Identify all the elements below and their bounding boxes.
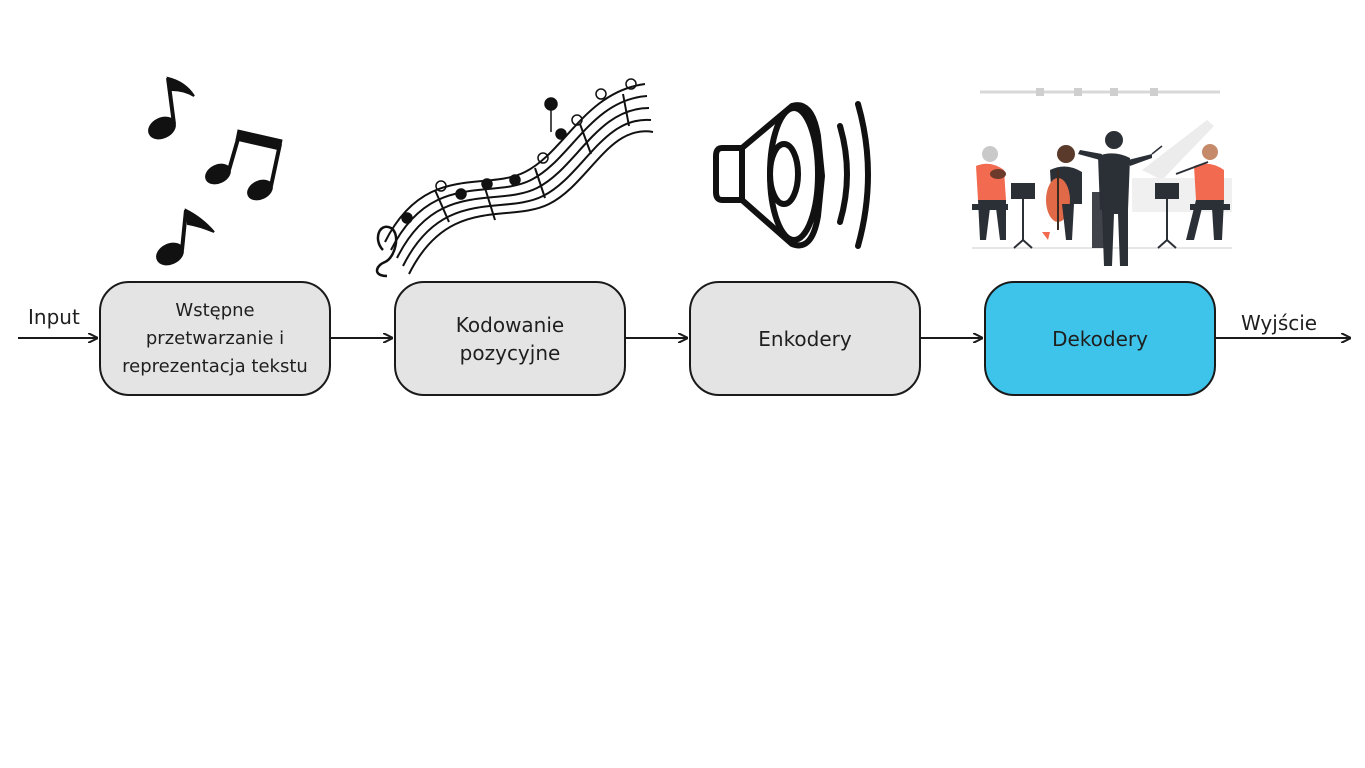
speaker-icon [713,101,871,249]
stage-box-preprocessing: Wstępne przetwarzanie i reprezentacja te… [99,281,331,396]
stage-box-positional-encoding: Kodowanie pozycyjne [394,281,626,396]
stage-label-decoders: Dekodery [1052,326,1148,351]
stage-label-encoders: Enkodery [758,326,852,351]
output-label: Wyjście [1241,311,1318,335]
conductor-figure [1078,131,1163,266]
flutist-figure [1175,144,1230,240]
stage-box-decoders: Dekodery [984,281,1216,396]
stage-label-preprocessing: Wstępne przetwarzanie i reprezentacja te… [122,299,308,377]
orchestra-illustration [972,88,1232,266]
cellist-figure [1042,145,1082,240]
stage-box-encoders: Enkodery [689,281,921,396]
music-notes-icon [148,76,283,266]
stage-label-positional-encoding: Kodowanie pozycyjne [455,312,565,365]
input-label: Input [28,305,80,329]
violinist-figure [972,146,1008,240]
music-staff-icon [375,78,654,278]
